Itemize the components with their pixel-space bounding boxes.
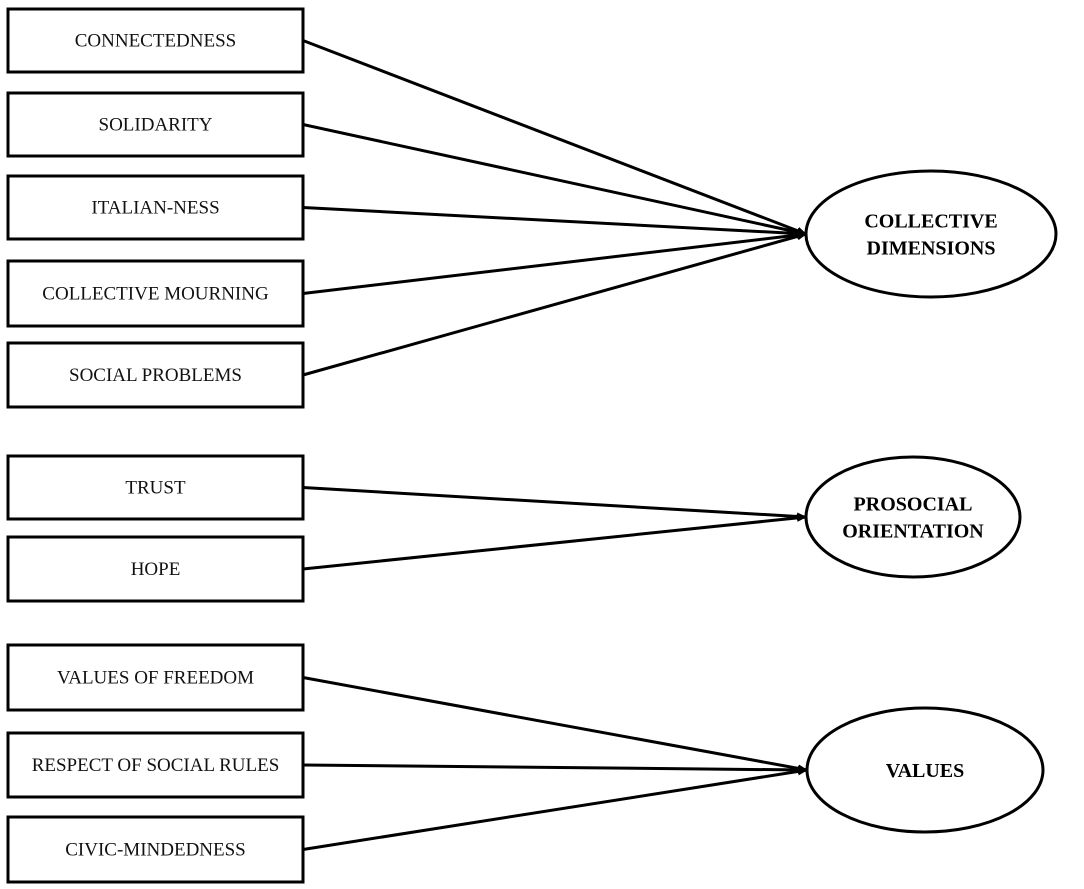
- indicator-label: SOCIAL PROBLEMS: [69, 365, 242, 386]
- indicator-box-frame: [6, 815, 305, 884]
- indicator-box-frame: [6, 643, 305, 712]
- indicator-box-frame: [6, 341, 305, 409]
- arrow-trust-to-prosocial: [302, 486, 807, 521]
- indicator-box-trust: TRUST: [6, 454, 305, 521]
- indicator-box-frame: [6, 259, 305, 328]
- construct-oval-collective: COLLECTIVE DIMENSIONS: [804, 169, 1058, 299]
- construct-oval-shape: [805, 706, 1045, 834]
- construct-label: COLLECTIVE: [864, 211, 997, 233]
- arrow-respect-of-social-rules-to-values: [302, 763, 808, 774]
- construct-oval-shape: [804, 455, 1022, 579]
- indicator-label: CIVIC-MINDEDNESS: [65, 840, 246, 861]
- indicator-box-frame: [6, 535, 305, 603]
- arrow-civic-mindedness-to-values: [302, 767, 808, 851]
- indicator-label: ITALIAN-NESS: [91, 198, 219, 219]
- indicator-box-hope: HOPE: [6, 535, 305, 603]
- construct-oval-shape: [804, 169, 1058, 299]
- indicator-label: TRUST: [125, 478, 186, 499]
- indicator-box-frame: [6, 731, 305, 799]
- indicator-label: VALUES OF FREEDOM: [57, 668, 254, 689]
- indicator-box-italian-ness: ITALIAN-NESS: [6, 174, 305, 241]
- construct-label: DIMENSIONS: [867, 238, 996, 260]
- construct-oval-values: VALUES: [805, 706, 1045, 834]
- construct-label: PROSOCIAL: [854, 494, 973, 516]
- construct-oval-prosocial: PROSOCIAL ORIENTATION: [804, 455, 1022, 579]
- indicator-box-connectedness: CONNECTEDNESS: [6, 7, 305, 74]
- indicator-label: RESPECT OF SOCIAL RULES: [32, 755, 280, 776]
- indicator-box-frame: [6, 454, 305, 521]
- arrow-solidarity-to-collective: [302, 123, 807, 236]
- arrow-values-of-freedom-to-values: [302, 676, 808, 773]
- indicator-box-respect-of-social-rules: RESPECT OF SOCIAL RULES: [6, 731, 305, 799]
- indicator-label: SOLIDARITY: [99, 115, 213, 136]
- indicator-box-social-problems: SOCIAL PROBLEMS: [6, 341, 305, 409]
- indicator-label: CONNECTEDNESS: [75, 31, 237, 52]
- arrow-collective-mourning-to-collective: [302, 231, 807, 295]
- construct-label: ORIENTATION: [842, 521, 984, 543]
- indicator-box-collective-mourning: COLLECTIVE MOURNING: [6, 259, 305, 328]
- indicator-box-frame: [6, 174, 305, 241]
- indicator-label: COLLECTIVE MOURNING: [42, 284, 269, 305]
- construct-label: VALUES: [886, 760, 965, 782]
- indicator-box-values-of-freedom: VALUES OF FREEDOM: [6, 643, 305, 712]
- indicator-box-frame: [6, 91, 305, 158]
- arrow-hope-to-prosocial: [302, 513, 807, 571]
- arrow-italian-ness-to-collective: [302, 206, 807, 238]
- indicator-box-solidarity: SOLIDARITY: [6, 91, 305, 158]
- arrow-connectedness-to-collective: [302, 39, 807, 236]
- indicator-box-civic-mindedness: CIVIC-MINDEDNESS: [6, 815, 305, 884]
- arrow-social-problems-to-collective: [302, 232, 807, 377]
- indicator-label: HOPE: [131, 559, 181, 580]
- indicator-box-frame: [6, 7, 305, 74]
